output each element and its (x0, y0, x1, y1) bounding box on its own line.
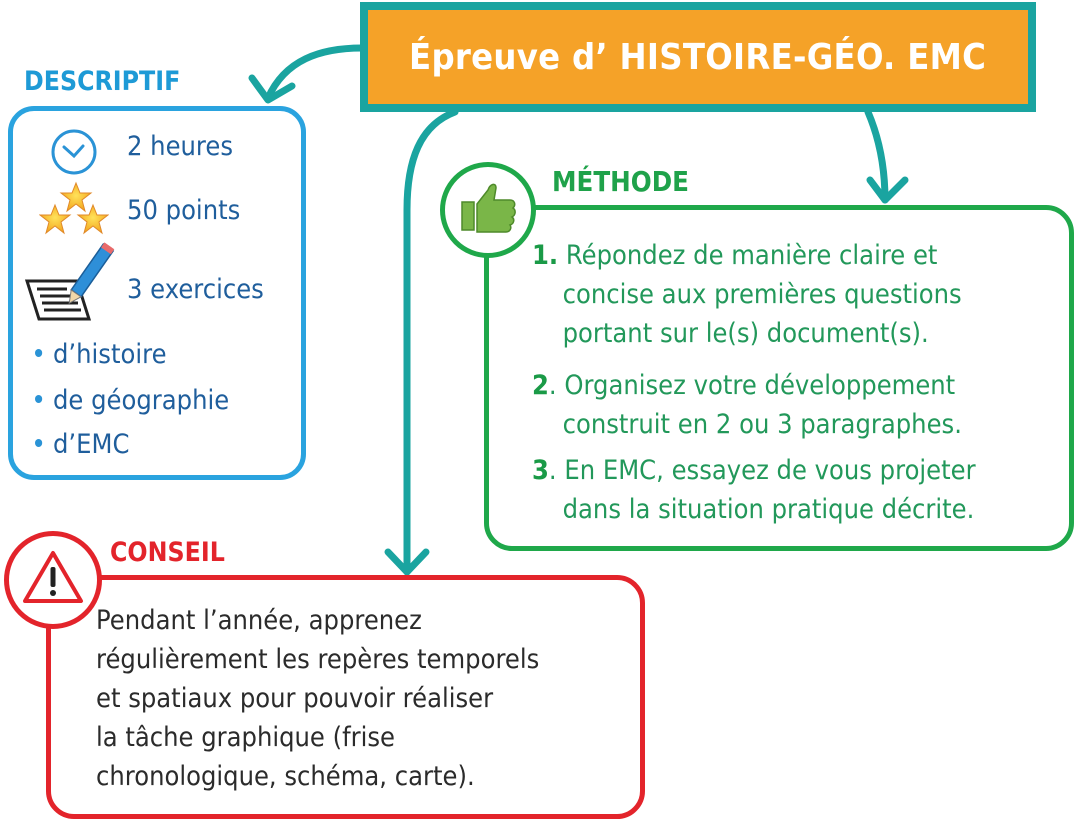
subject-item: d’EMC (35, 429, 129, 460)
methode-item-3: 3. En EMC, essayez de vous projeter dans… (532, 455, 976, 525)
bullet-icon (35, 394, 43, 403)
stars-icon (38, 181, 110, 241)
exercises-label: 3 exercices (127, 274, 264, 305)
points-label: 50 points (127, 195, 241, 226)
methode-panel (484, 205, 1074, 551)
methode-item-2: 2. Organisez votre développement constru… (532, 370, 962, 440)
paper-pencil-icon (23, 241, 115, 329)
page-title: Épreuve d’ HISTOIRE-GÉO. EMC (409, 36, 987, 78)
methode-item-1: 1. Répondez de manière claire et concise… (532, 240, 962, 349)
descriptif-heading: DESCRIPTIF (24, 66, 181, 97)
subject-item: de géographie (35, 385, 229, 416)
clock-icon (49, 127, 99, 181)
conseil-heading: CONSEIL (110, 537, 225, 568)
conseil-icon-badge (4, 531, 102, 629)
methode-icon-badge (440, 162, 536, 258)
bullet-icon (35, 438, 43, 447)
title-banner: Épreuve d’ HISTOIRE-GÉO. EMC (360, 2, 1036, 112)
thumbs-up-icon (458, 180, 518, 240)
warning-icon (21, 549, 85, 611)
conseil-text: Pendant l’année, apprenez régulièrement … (96, 605, 540, 792)
descriptif-panel: 2 heures 50 points 3 exercices d’histoir… (8, 106, 306, 480)
methode-heading: MÉTHODE (552, 165, 690, 198)
conseil-panel (46, 575, 645, 819)
subject-item: d’histoire (35, 339, 167, 370)
duration-label: 2 heures (127, 131, 234, 162)
bullet-icon (35, 348, 43, 357)
